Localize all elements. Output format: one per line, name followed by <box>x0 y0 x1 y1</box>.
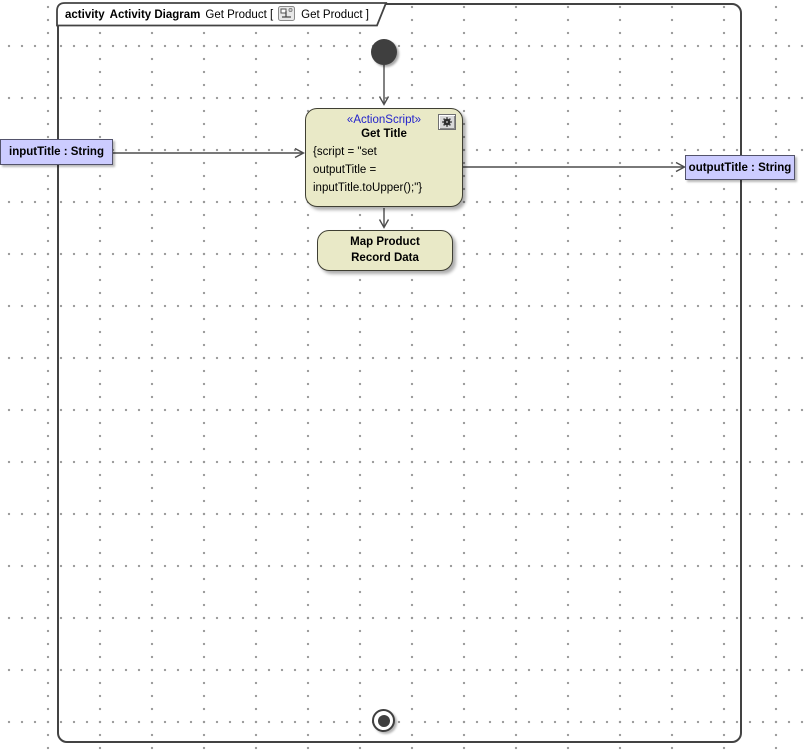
action-node-map-product-record-data[interactable]: Map Product Record Data <box>317 230 453 271</box>
map-node-label-line1: Map Product <box>350 236 420 248</box>
diagram-name-close-label: Get Product ] <box>301 9 369 21</box>
activity-parameter-input[interactable]: inputTitle : String <box>0 139 113 165</box>
initial-node[interactable] <box>371 39 397 65</box>
map-node-label-line2: Record Data <box>351 251 419 264</box>
action-node-get-title[interactable]: «ActionScript» Get Title {script = "set … <box>305 108 463 207</box>
frame-header-tab[interactable] <box>56 2 390 28</box>
script-line: {script = "set <box>313 146 377 158</box>
activity-frame[interactable] <box>57 3 742 743</box>
action-script: {script = "set outputTitle = inputTitle.… <box>306 143 462 197</box>
output-param-label: outputTitle : String <box>688 161 792 174</box>
frame-header-shape <box>56 2 388 27</box>
gear-icon <box>438 114 456 130</box>
diagram-name-label: Get Product [ <box>205 9 274 21</box>
diagram-type-label: Activity Diagram <box>109 9 201 21</box>
frame-header: activity Activity Diagram Get Product [ … <box>65 5 369 25</box>
action-stereotype: «ActionScript» <box>346 114 422 126</box>
final-node-inner-dot <box>377 714 390 727</box>
final-node[interactable] <box>372 709 395 732</box>
activity-parameter-output[interactable]: outputTitle : String <box>685 155 795 180</box>
script-line: outputTitle = <box>313 164 377 176</box>
frame-kind-label: activity <box>65 9 105 21</box>
script-line: inputTitle.toUpper();"} <box>313 182 423 194</box>
activity-diagram-icon <box>278 5 296 25</box>
input-param-label: inputTitle : String <box>9 146 104 158</box>
action-name: Get Title <box>361 128 407 140</box>
